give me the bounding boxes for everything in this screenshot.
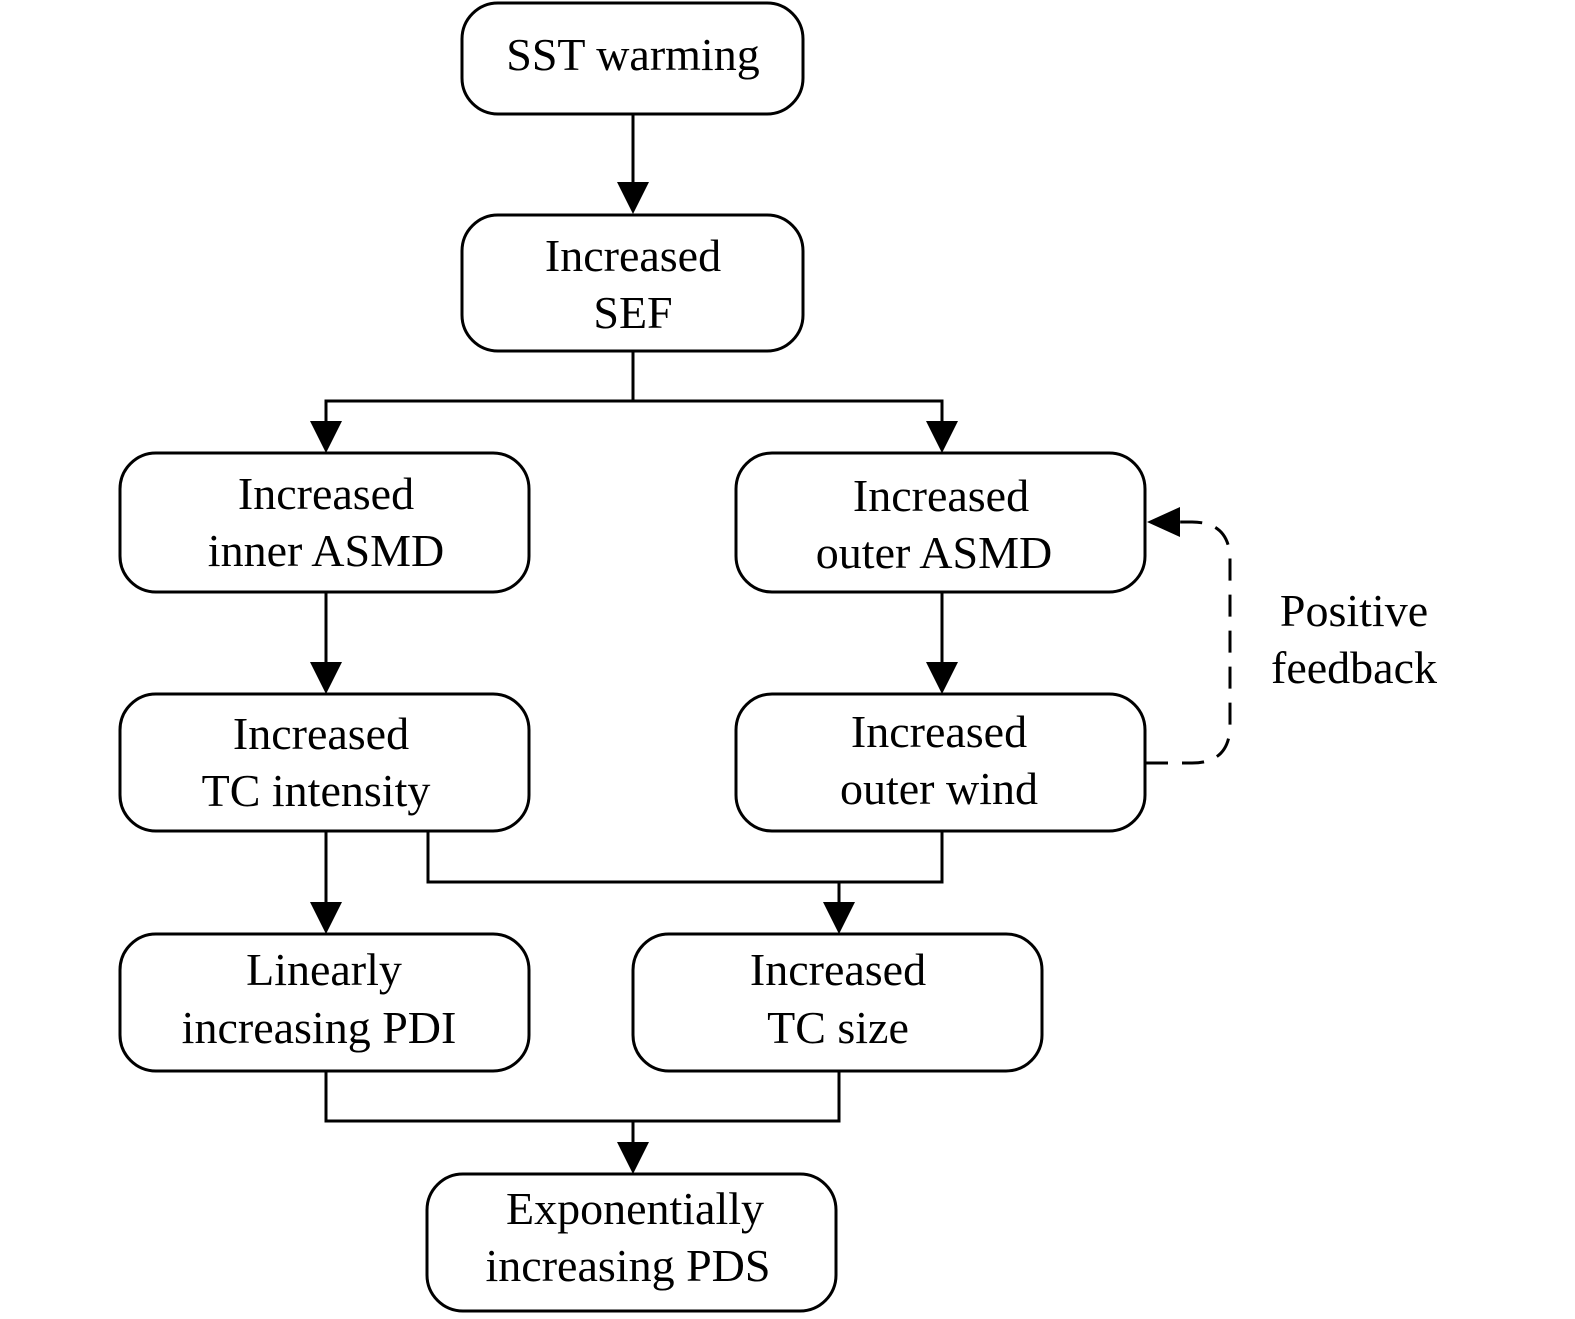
node-increased-tc-intensity: Increased TC intensity xyxy=(118,692,531,833)
node-increased-tc-size: Increased TC size xyxy=(631,932,1044,1073)
node-increased-outer-asmd: Increased outer ASMD xyxy=(734,451,1147,594)
node-inner-asmd-line1: Increased xyxy=(238,468,414,519)
node-outer-wind-line1: Increased xyxy=(851,706,1027,757)
feedback-label-line1: Positive xyxy=(1280,585,1428,636)
node-outer-wind-line2: outer wind xyxy=(840,763,1038,814)
feedback-label-line2: feedback xyxy=(1271,642,1437,693)
edge-merge-to-pds xyxy=(324,1071,841,1174)
positive-feedback-label: Positive feedback xyxy=(1271,585,1437,693)
edge-sst-to-sef xyxy=(617,114,649,214)
edge-intensity-to-pdi xyxy=(310,831,342,934)
node-increased-sef: Increased SEF xyxy=(460,213,805,353)
edges xyxy=(310,114,1232,1174)
node-tc-intensity-line2: TC intensity xyxy=(202,765,431,816)
edge-positive-feedback xyxy=(1146,507,1232,765)
edge-sef-split xyxy=(310,351,958,453)
node-inner-asmd-line2: inner ASMD xyxy=(208,525,444,576)
edge-merge-to-tc-size xyxy=(426,831,944,934)
node-linearly-increasing-pdi: Linearly increasing PDI xyxy=(118,932,531,1073)
node-tc-size-line2: TC size xyxy=(767,1002,909,1053)
node-increased-outer-wind: Increased outer wind xyxy=(734,692,1147,833)
node-exponentially-increasing-pds: Exponentially increasing PDS xyxy=(425,1172,838,1313)
node-increased-sef-line2: SEF xyxy=(593,287,672,338)
node-pdi-line1: Linearly xyxy=(246,944,402,995)
node-outer-asmd-line2: outer ASMD xyxy=(816,527,1052,578)
node-pds-line1: Exponentially xyxy=(506,1183,764,1234)
edge-inner-asmd-to-intensity xyxy=(310,592,342,694)
node-increased-sef-line1: Increased xyxy=(545,230,721,281)
node-outer-asmd-line1: Increased xyxy=(853,470,1029,521)
edge-outer-asmd-to-outer-wind xyxy=(926,592,958,694)
node-tc-size-line1: Increased xyxy=(750,944,926,995)
node-increased-inner-asmd: Increased inner ASMD xyxy=(118,451,531,594)
node-sst-warming: SST warming xyxy=(460,1,805,116)
node-tc-intensity-line1: Increased xyxy=(233,708,409,759)
node-pdi-line2: increasing PDI xyxy=(182,1002,457,1053)
node-sst-warming-label: SST warming xyxy=(506,29,759,80)
node-pds-line2: increasing PDS xyxy=(486,1240,771,1291)
